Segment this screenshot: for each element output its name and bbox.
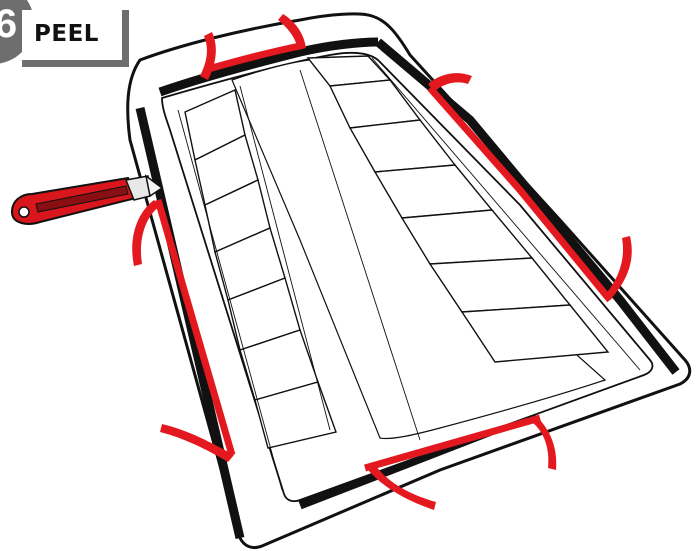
- step-number: 6: [0, 2, 18, 46]
- tape-right: [427, 85, 613, 303]
- knife-slider: [35, 185, 129, 213]
- hood-edge-left: [135, 106, 245, 540]
- step-badge: 6 PEEL: [0, 0, 140, 75]
- hood-edge-top: [158, 37, 379, 97]
- knife-blade: [144, 174, 164, 198]
- step-label-box: PEEL: [22, 10, 129, 67]
- tape-curl-top-center: [278, 14, 306, 50]
- step-title: PEEL: [34, 21, 99, 47]
- masking-tape-strips: [154, 42, 613, 472]
- hood-detail-lines: [177, 57, 641, 491]
- tape-bottom: [364, 414, 541, 472]
- tape-curl-top-left: [200, 32, 216, 80]
- knife-handle-hole: [18, 206, 30, 218]
- tape-curl-left-upper: [132, 200, 160, 266]
- utility-knife-icon: [10, 174, 164, 225]
- tape-curl-bottom-left: [368, 466, 436, 510]
- tape-curl-left-lower: [160, 424, 234, 462]
- tape-curl-right-lower: [604, 236, 632, 300]
- hood-edge-right: [375, 38, 680, 375]
- tape-curl-right-upper: [428, 73, 472, 92]
- tape-top: [204, 42, 301, 74]
- peeling-tape-curls: [132, 14, 632, 510]
- tape-left: [154, 199, 236, 456]
- left-vent-louvers: [184, 89, 337, 449]
- right-vent-louvers: [306, 55, 610, 363]
- tape-curl-bottom-right: [532, 418, 557, 470]
